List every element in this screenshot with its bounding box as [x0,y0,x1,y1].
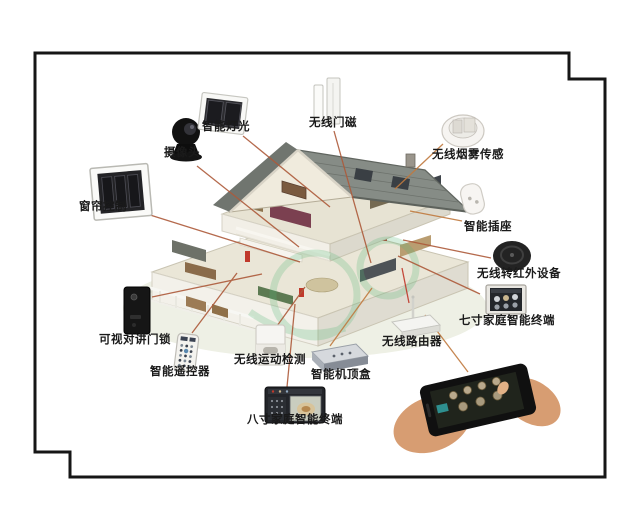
label-smart-set-top-box: 智能机顶盒 [311,367,371,381]
smoke-sensor-device-icon [441,114,485,148]
seven-inch-terminal-device-icon [485,284,527,315]
watermark [247,236,420,341]
label-wireless-to-ir-device: 无线转红外设备 [477,266,561,280]
ir-transmitter-device-icon [493,241,531,271]
photo-frame-border [33,51,607,479]
label-seven-inch-terminal: 七寸家庭智能终端 [459,313,555,327]
label-wireless-router: 无线路由器 [382,334,442,348]
camera-device-icon [170,118,202,162]
label-camera: 摄像头 [164,145,200,159]
label-smart-remote-control: 智能遥控器 [150,364,210,378]
label-smart-lighting: 智能灯光 [202,119,250,133]
router-device-icon [390,295,442,339]
connector-lines [130,130,492,388]
eight-inch-terminal-device-icon [264,386,326,424]
smart-socket-device-icon [459,183,485,215]
set-top-box-device-icon [310,343,370,372]
remote-control-device-icon [173,332,200,373]
smartphone-icon [419,363,537,437]
curtain-control-device-icon [89,162,153,221]
label-wireless-door-magnet: 无线门磁 [309,115,357,129]
label-eight-inch-terminal: 八寸家庭智能终端 [247,412,343,426]
smart-light-device-icon [197,91,249,136]
label-curtain-control: 窗帘控制 [79,199,127,213]
label-video-intercom-door-lock: 可视对讲门锁 [99,332,171,346]
motion-detector-device-icon [255,324,286,366]
label-wireless-smoke-sensor: 无线烟雾传感 [432,147,504,161]
hand-with-smartphone [393,363,561,454]
label-smart-socket: 智能插座 [464,219,512,233]
door-lock-device-icon [123,286,151,335]
door-magnet-device-icon [313,77,341,125]
label-wireless-motion-detection: 无线运动检测 [234,352,306,366]
